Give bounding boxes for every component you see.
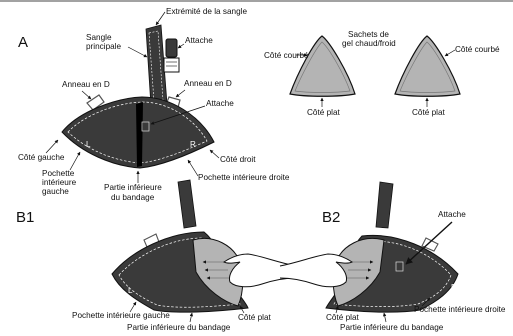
label-right-side: Côté droit bbox=[220, 155, 256, 164]
hand-b1 bbox=[223, 253, 297, 288]
label-inner-pocket-left-3: gauche bbox=[42, 187, 69, 196]
label-main-strap-1: Sangle bbox=[86, 33, 112, 42]
gel-pack-left bbox=[289, 35, 356, 97]
label-fastener-top: Attache bbox=[185, 36, 213, 45]
marker-l-a: L bbox=[86, 140, 91, 149]
label-bottom-1: Partie inférieure bbox=[104, 183, 162, 192]
center-fastener-icon bbox=[141, 121, 150, 132]
fastener-buckle-icon bbox=[163, 38, 180, 73]
section-label-a: A bbox=[18, 34, 28, 51]
label-flat-side-b1: Côté plat bbox=[238, 313, 271, 322]
label-inner-pocket-right-b2: Pochette intérieure droite bbox=[414, 305, 506, 314]
gel-pack-right bbox=[394, 35, 461, 97]
gel-pack-inserting-b1 bbox=[192, 238, 244, 307]
label-fastener-b2: Attache bbox=[438, 210, 466, 219]
label-packs-2: gel chaud/froid bbox=[342, 39, 396, 48]
label-inner-pocket-left-b1: Pochette intérieure gauche bbox=[72, 311, 170, 320]
label-flat-right: Côté plat bbox=[412, 108, 445, 117]
label-strap-end: Extrémité de la sangle bbox=[166, 7, 247, 16]
label-flat-side-b2: Côté plat bbox=[326, 313, 359, 322]
marker-l-b1: L bbox=[128, 286, 133, 295]
label-curved-left: Côté courbé bbox=[264, 51, 309, 60]
label-main-strap-2: principale bbox=[86, 42, 121, 51]
d-ring-left-icon bbox=[86, 94, 105, 111]
label-left-side: Côté gauche bbox=[18, 153, 65, 162]
label-bottom-b2: Partie inférieure du bandage bbox=[340, 323, 444, 332]
label-d-ring-left: Anneau en D bbox=[62, 80, 110, 89]
label-curved-right: Côté courbé bbox=[455, 45, 500, 54]
label-inner-pocket-left-1: Pochette bbox=[42, 169, 75, 178]
bandage-body-a: L R bbox=[61, 96, 215, 169]
label-inner-pocket-right: Pochette intérieure droite bbox=[198, 173, 290, 182]
label-flat-left: Côté plat bbox=[307, 108, 340, 117]
label-packs-1: Sachets de bbox=[348, 30, 389, 39]
label-inner-pocket-left-2: intérieure bbox=[42, 178, 77, 187]
label-fastener-center: Attache bbox=[206, 99, 234, 108]
marker-r-b2: R bbox=[451, 283, 457, 292]
label-d-ring-right: Anneau en D bbox=[184, 79, 232, 88]
section-label-b1: B1 bbox=[16, 209, 34, 226]
section-label-b2: B2 bbox=[322, 209, 340, 226]
marker-r-a: R bbox=[190, 140, 196, 149]
hand-b2 bbox=[279, 253, 353, 288]
label-bottom-2: du bandage bbox=[111, 193, 155, 202]
fastener-b2-icon bbox=[395, 261, 404, 272]
label-bottom-b1: Partie inférieure du bandage bbox=[127, 323, 231, 332]
gel-pack-inserting-b2 bbox=[332, 238, 385, 307]
